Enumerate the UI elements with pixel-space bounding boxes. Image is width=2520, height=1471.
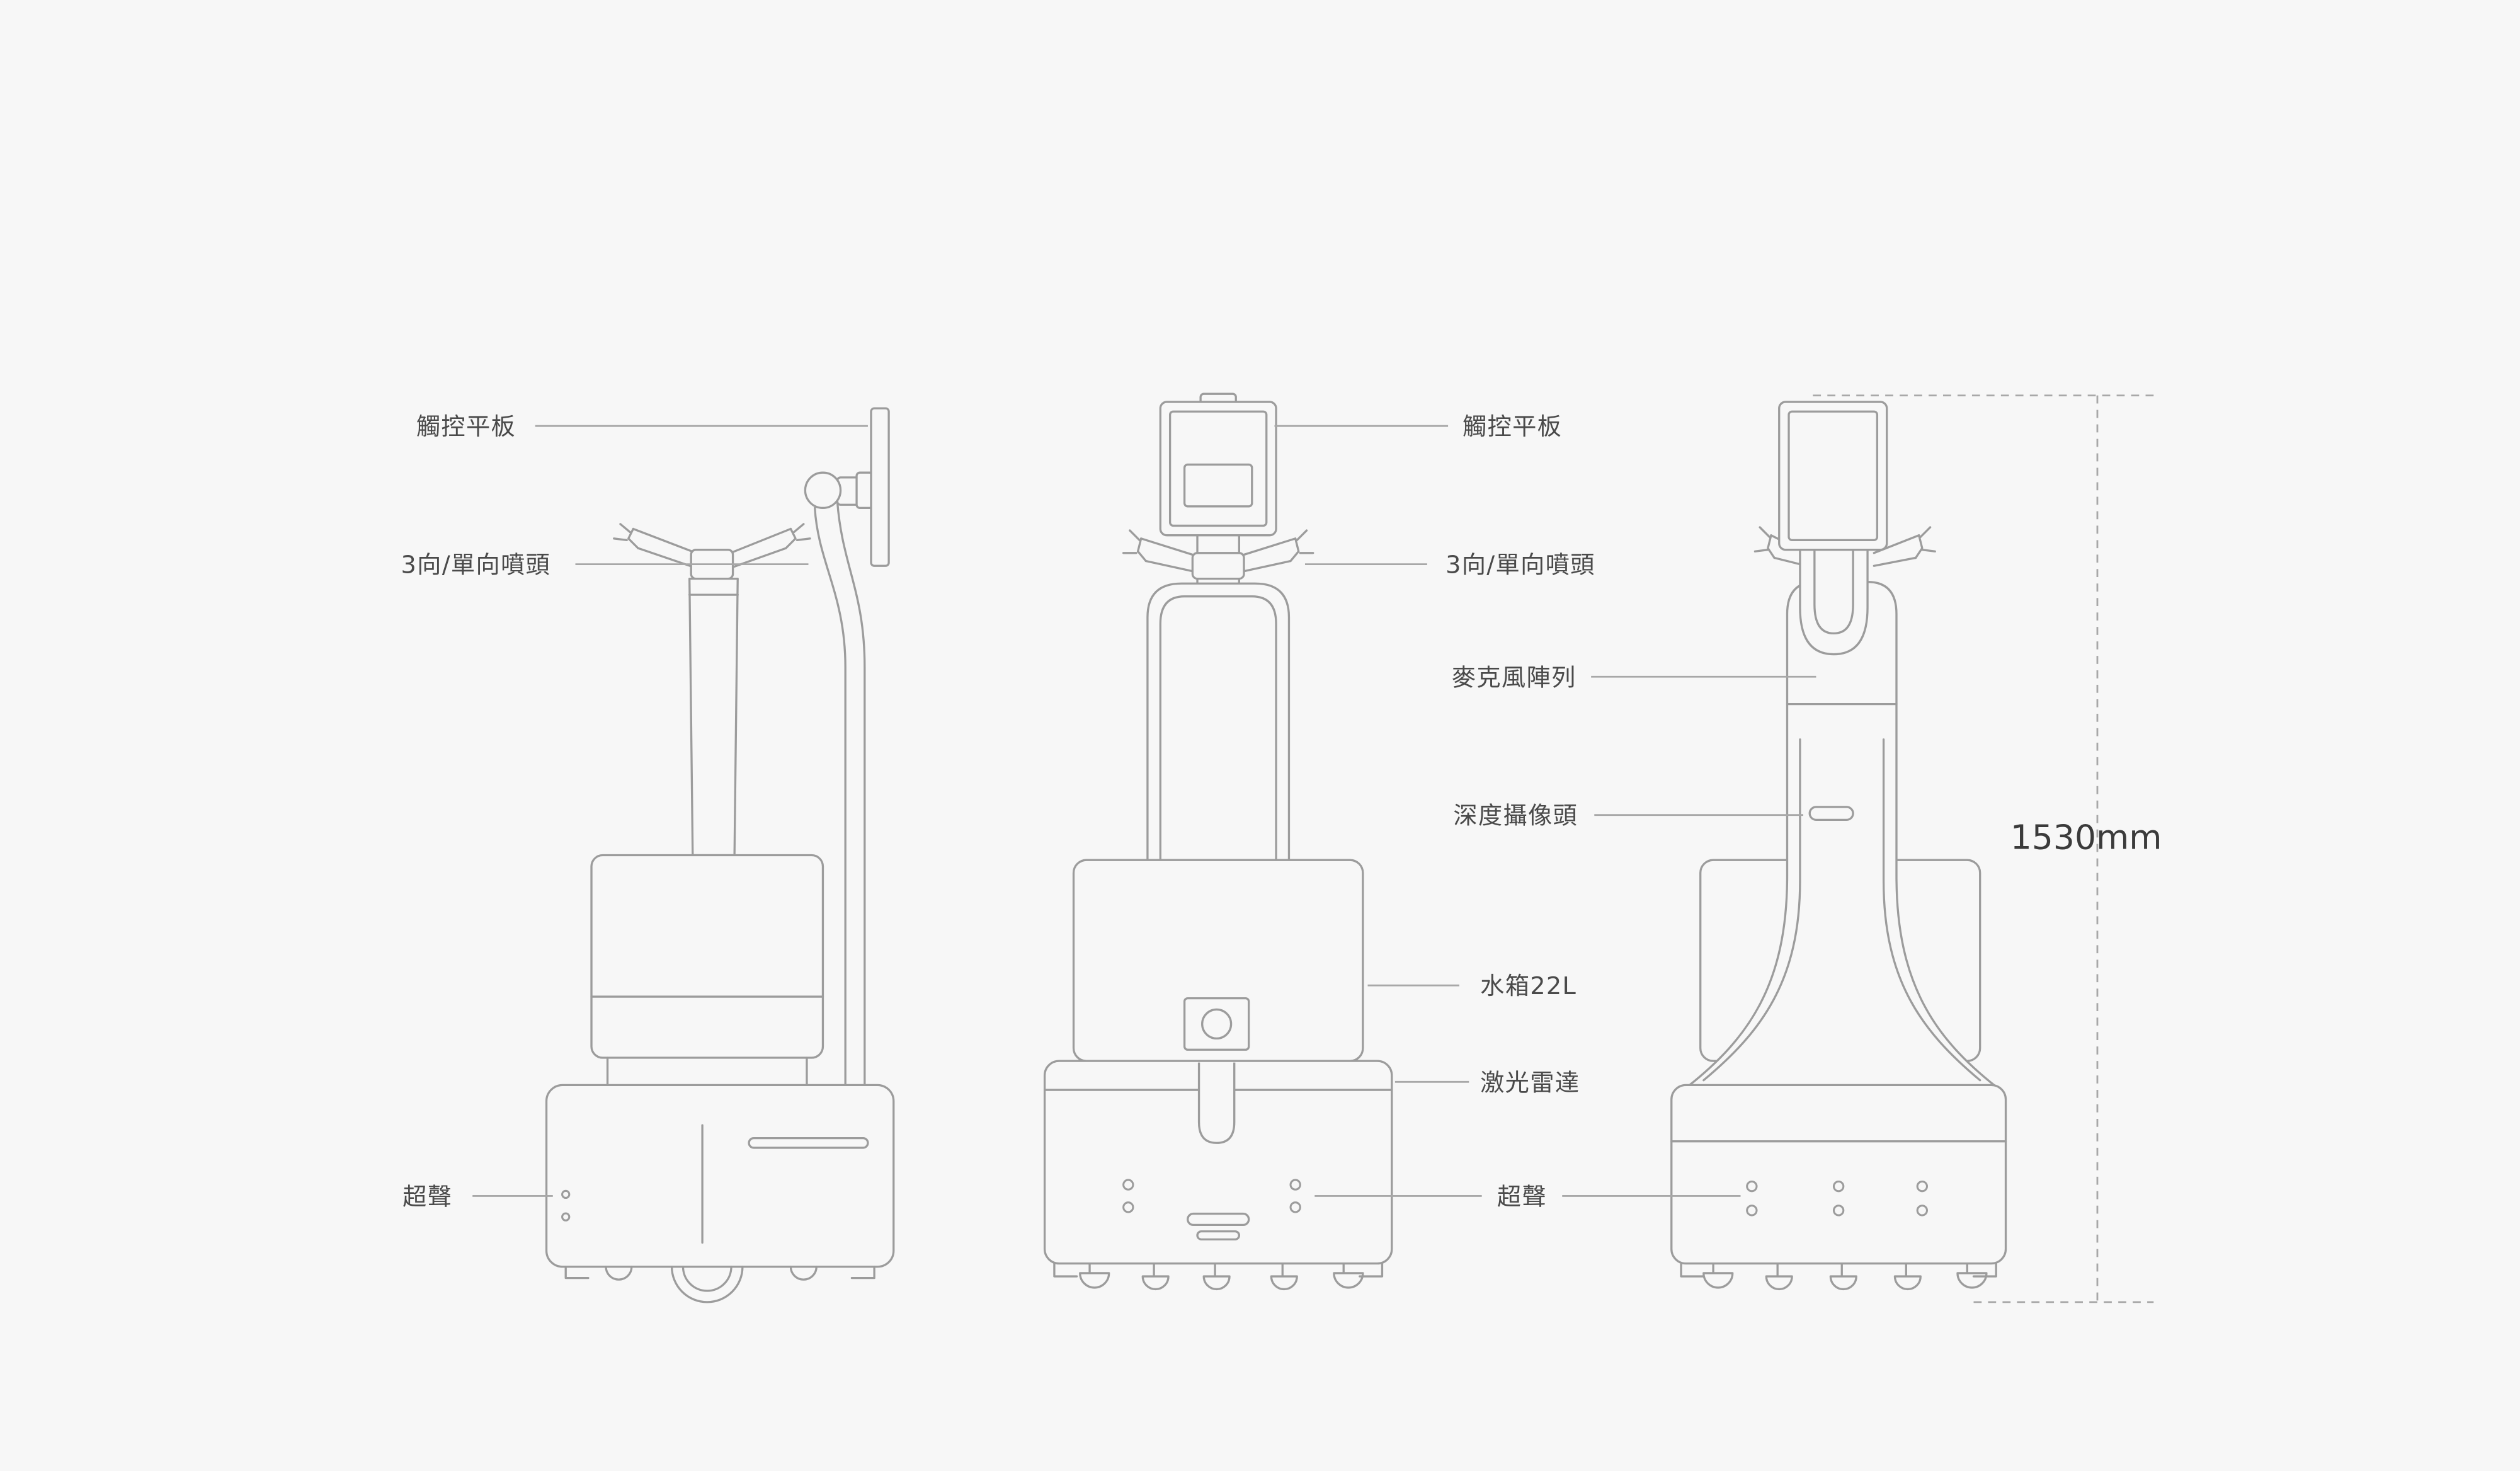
- leader-lines: [472, 425, 1816, 1197]
- label-lidar: 激光雷達: [1480, 1068, 1580, 1097]
- robot-back-view-drawing: [1670, 401, 2007, 1291]
- tablet-side-icon: [870, 407, 890, 567]
- robot-front-view-drawing: [1043, 392, 1393, 1291]
- label-microphone-array: 麥克風陣列: [1451, 663, 1576, 692]
- label-overall-height: 1530mm: [2010, 818, 2162, 857]
- label-ultrasonic-side: 超聲: [402, 1182, 453, 1211]
- lidar-slot-icon: [1197, 1062, 1236, 1144]
- robot-side-view-drawing: [545, 407, 895, 1303]
- label-depth-camera: 深度攝像頭: [1453, 801, 1578, 830]
- label-touch-panel-side: 觸控平板: [416, 412, 516, 442]
- ultrasonic-sensor-icon: [561, 1212, 571, 1222]
- tablet-back-icon: [1778, 401, 1888, 551]
- label-spray-nozzle-side: 3向/單向噴頭: [401, 550, 551, 580]
- label-spray-nozzle-front: 3向/單向噴頭: [1445, 550, 1595, 580]
- label-touch-panel-front: 觸控平板: [1462, 412, 1563, 442]
- water-tank-icon: [1072, 859, 1364, 1062]
- microphone-array-icon: [1799, 545, 1869, 656]
- ultrasonic-sensor-icon: [561, 1189, 571, 1199]
- label-water-tank: 水箱22L: [1480, 971, 1577, 1001]
- depth-camera-icon: [1808, 806, 1854, 821]
- label-ultrasonic-front: 超聲: [1497, 1182, 1548, 1211]
- dimension-lines: [1813, 394, 2154, 1303]
